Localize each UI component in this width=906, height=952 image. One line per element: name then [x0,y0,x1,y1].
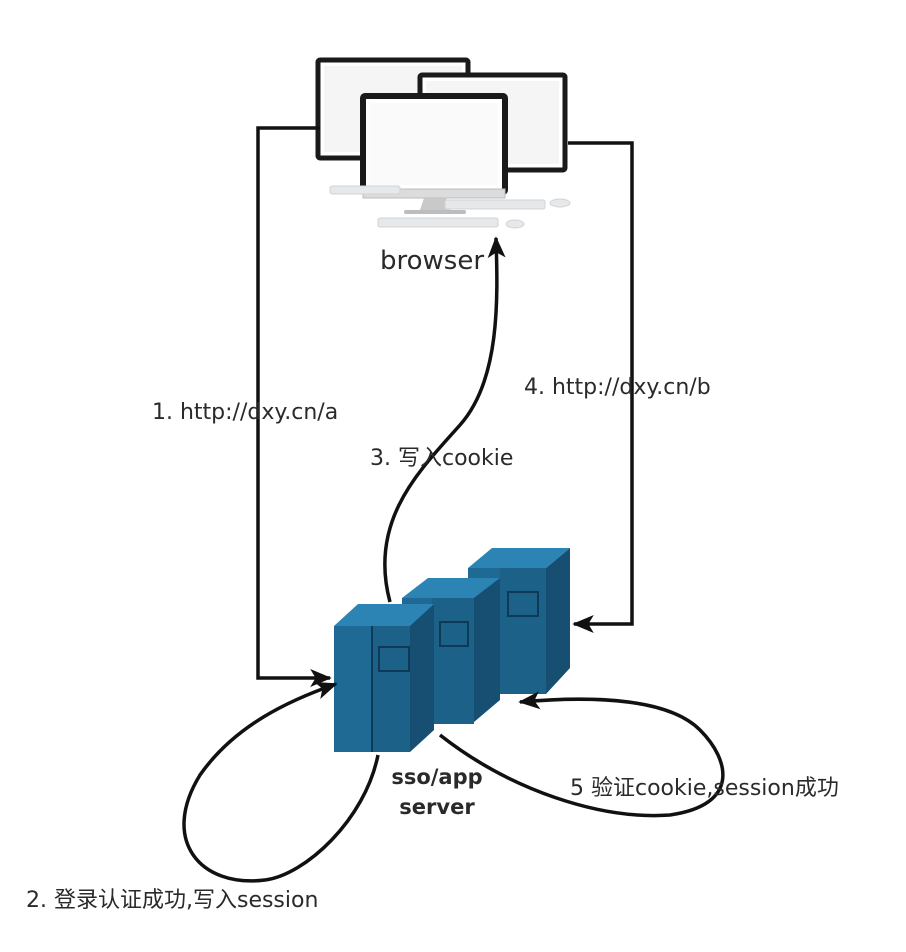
browser-label: browser [380,246,485,276]
edge-step1-arrow [256,126,332,687]
step5-label: 5 验证cookie,session成功 [570,776,839,801]
step2-label: 2. 登录认证成功,写入session [26,888,319,913]
edge-step4-arrow [568,141,634,633]
keyboards [329,185,571,229]
server-cluster-icon [334,548,570,752]
browser-monitors-icon [315,57,571,229]
step3-label: 3. 写入cookie [370,446,514,471]
step4-label: 4. http://dxy.cn/b [524,375,711,400]
step1-label: 1. http://dxy.cn/a [152,400,339,425]
edge-step5-arrow [438,691,725,818]
monitor-front [360,93,508,214]
server-unit-left [334,604,434,752]
edge-step2-arrow [182,682,380,883]
server-label-line2: server [399,795,475,819]
edge-step3-arrow [383,236,506,603]
server-label-line1: sso/app [391,765,483,789]
